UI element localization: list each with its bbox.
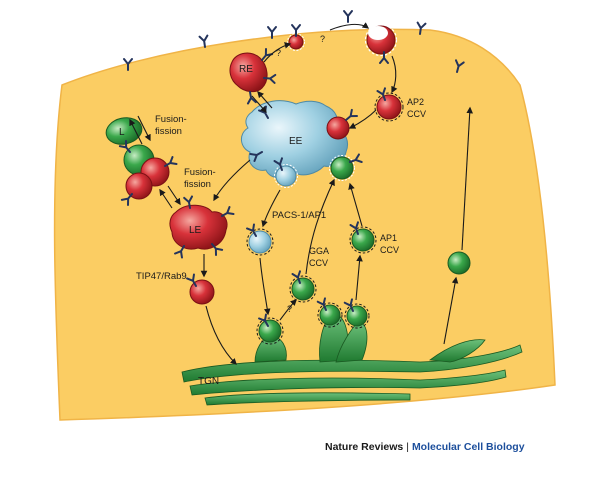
label-fission-2: fission (184, 179, 211, 190)
credit-separator: | (406, 441, 409, 453)
recycling-endosome (229, 48, 277, 105)
label-ap1-ccv: CCV (380, 245, 399, 255)
question-mark-3: ? (287, 304, 292, 314)
gga-ccv-vesicle (289, 270, 317, 303)
label-fusion-1: Fusion- (155, 114, 187, 125)
secretory-vesicle (447, 251, 471, 275)
label-re: RE (239, 64, 253, 75)
ap2-ccv-vesicle (374, 87, 404, 122)
pacs-ap1-vesicle (246, 223, 274, 256)
journal-subtitle: Molecular Cell Biology (411, 441, 525, 453)
label-gga-ccv: CCV (309, 258, 328, 268)
label-tgn: TGN (198, 376, 219, 387)
label-le: LE (189, 225, 202, 236)
late-endosome (169, 195, 235, 259)
label-fusion-2: Fusion- (184, 167, 216, 178)
label-ap2: AP2 (407, 97, 424, 107)
label-pacs-ap1: PACS-1/AP1 (272, 210, 326, 221)
label-ap1: AP1 (380, 233, 397, 243)
label-ee: EE (289, 136, 303, 147)
label-ap2-ccv: CCV (407, 109, 426, 119)
label-tip47-rab9: TIP47/Rab9 (136, 271, 187, 282)
re-recycling-vesicle (287, 24, 305, 51)
question-mark-2: ? (320, 34, 325, 44)
ee-green-domain (329, 153, 363, 181)
trans-golgi-network (181, 297, 523, 406)
hybrid-organelle (118, 140, 178, 206)
tip47-vesicle (186, 273, 215, 305)
ee-blue-bud (273, 157, 298, 188)
label-l: L (119, 127, 125, 138)
early-endosome (241, 100, 349, 179)
cell-body (53, 28, 556, 421)
ap2-coated-pit (364, 23, 398, 64)
pathway-arrows (129, 22, 473, 365)
question-mark-1: ? (276, 48, 281, 58)
label-fission-1: fission (155, 126, 182, 137)
journal-name: Nature Reviews (325, 441, 404, 453)
label-gga: GGA (309, 246, 329, 256)
figure-credit: Nature Reviews|Molecular Cell Biology (325, 441, 525, 453)
ap1-ccv-vesicle (349, 221, 377, 254)
